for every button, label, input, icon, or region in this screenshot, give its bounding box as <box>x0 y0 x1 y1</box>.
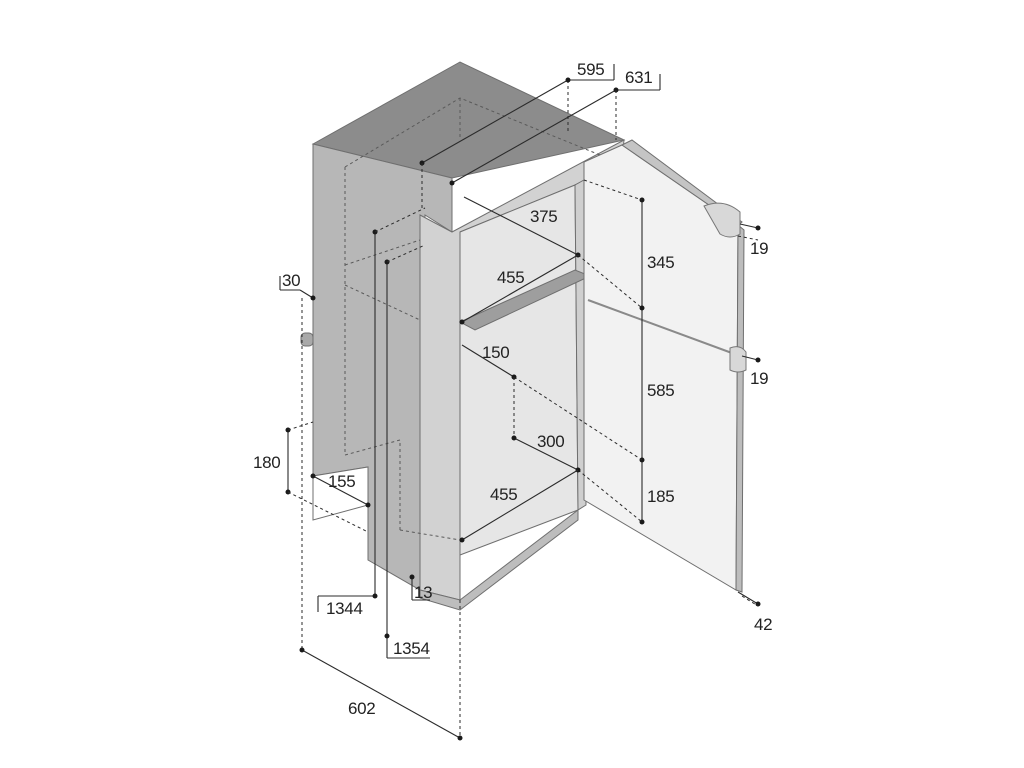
open-door <box>583 139 747 593</box>
label-lower-depth-300: 300 <box>537 432 564 451</box>
label-depth-631: 631 <box>625 68 652 87</box>
interior-right-wall <box>574 179 587 511</box>
label-freezer-depth-375: 375 <box>530 207 557 226</box>
label-recess-height-180: 180 <box>253 453 280 472</box>
label-depth-595: 595 <box>577 60 604 79</box>
hidden-edges <box>344 97 601 541</box>
label-recess-depth-155: 155 <box>328 472 355 491</box>
middle-handle <box>729 346 747 373</box>
label-side-offset-30: 30 <box>282 271 300 290</box>
interior-back-wall <box>459 184 579 556</box>
dimension-lines <box>279 64 761 741</box>
label-total-width-602: 602 <box>348 699 375 718</box>
label-handle-top-19: 19 <box>750 239 768 258</box>
label-body-height-1344: 1344 <box>326 599 363 618</box>
label-freezer-height-345: 345 <box>647 253 674 272</box>
label-shelf-depth-150: 150 <box>482 343 509 362</box>
label-total-height-1354: 1354 <box>393 639 430 658</box>
side-vent-knob <box>300 332 314 347</box>
label-bottom-offset-13: 13 <box>414 583 432 602</box>
label-fridge-height-585: 585 <box>647 381 674 400</box>
label-lower-height-185: 185 <box>647 487 674 506</box>
door-seam <box>587 299 741 357</box>
door-right-edge <box>735 223 745 593</box>
label-handle-mid-19: 19 <box>750 369 768 388</box>
top-handle <box>703 202 741 238</box>
label-freezer-width-455: 455 <box>497 268 524 287</box>
dimension-labels: 595 631 375 455 345 585 150 300 455 185 … <box>253 60 773 718</box>
cabinet <box>300 61 626 611</box>
label-lower-width-455: 455 <box>490 485 517 504</box>
label-door-thickness-42: 42 <box>754 615 772 634</box>
